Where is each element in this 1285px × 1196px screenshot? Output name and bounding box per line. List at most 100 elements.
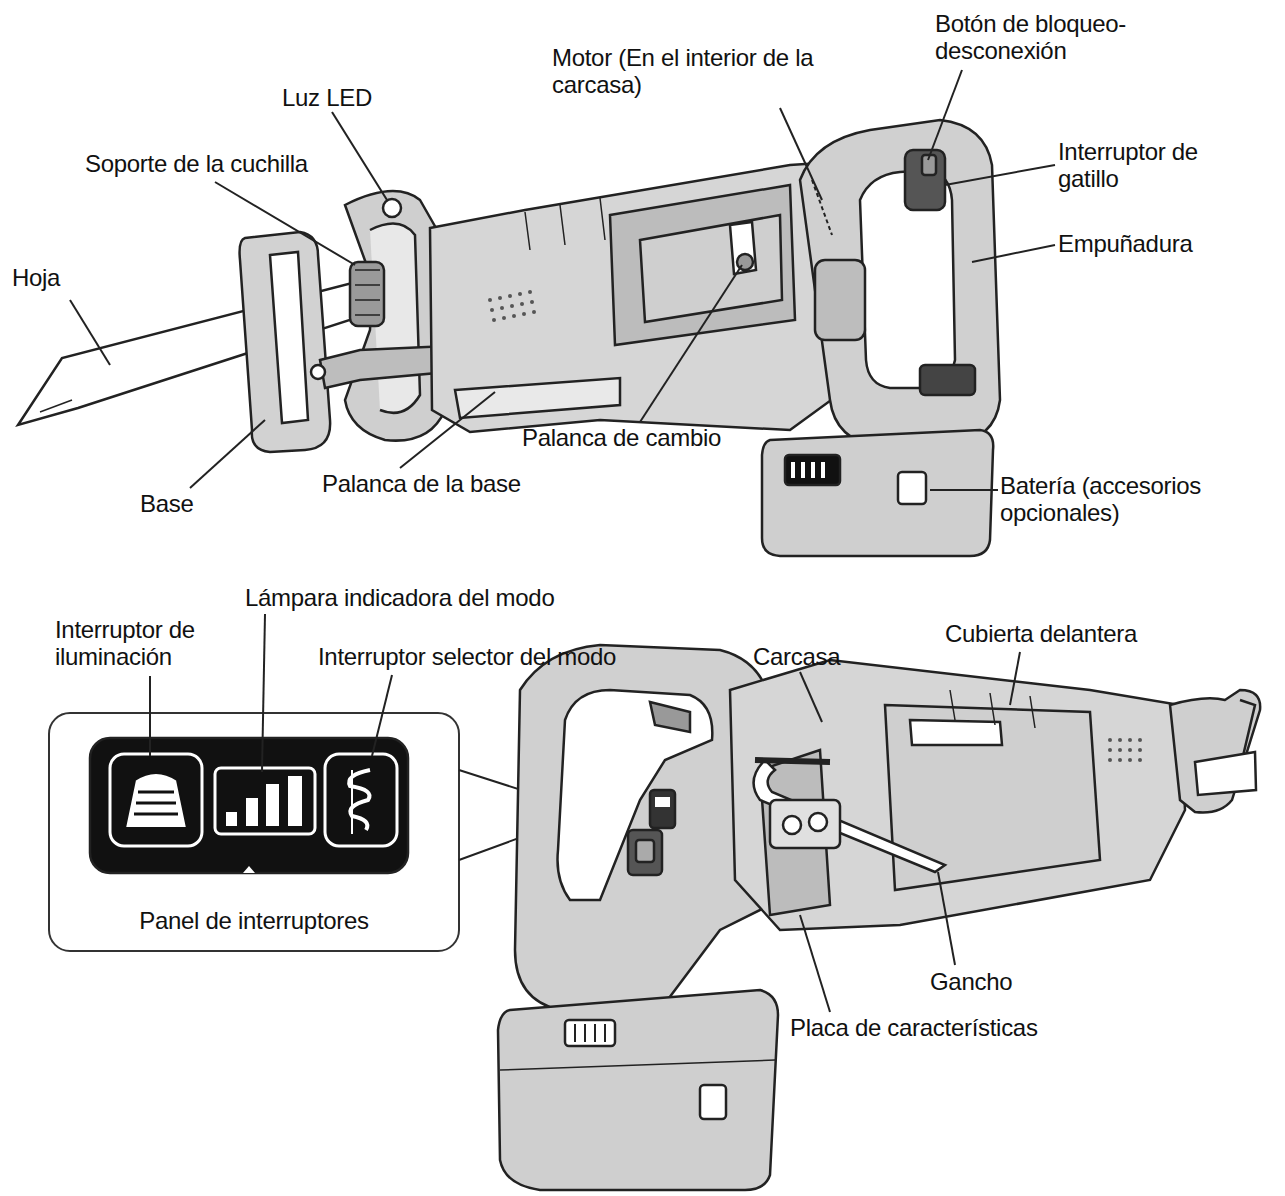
bottom-handle (515, 645, 780, 1010)
top-handle-shape (860, 170, 955, 388)
part-label: Placa de características (790, 1014, 1038, 1041)
bottom-nose-shape (1235, 700, 1255, 790)
bottom-body-shape (1128, 758, 1132, 762)
part-label: Batería (accesorios opcionales) (1000, 472, 1282, 526)
top-battery-shape (898, 472, 926, 504)
inset-box: Panel de interruptores (48, 712, 460, 952)
top-base (240, 232, 470, 452)
top-leader-lines-shape (972, 245, 1055, 262)
part-label: Empuñadura (1058, 230, 1192, 257)
bottom-handle-shape (636, 840, 654, 862)
hook (754, 760, 945, 872)
top-body-shape (610, 185, 795, 345)
top-body-shape (498, 296, 502, 300)
top-base-shape (240, 232, 331, 452)
bottom-handle-shape (558, 690, 713, 900)
top-body-shape (512, 314, 516, 318)
bottom-body-shape (1118, 748, 1122, 752)
top-body-shape (528, 290, 532, 294)
top-leader-lines-shape (812, 180, 832, 235)
top-handle-shape (815, 260, 865, 340)
top-body-shape (737, 254, 753, 270)
bottom-body-shape (1138, 748, 1142, 752)
top-body-shape (532, 310, 536, 314)
part-label: Botón de bloqueo-desconexión (935, 10, 1180, 64)
bottom-body-shape (1138, 738, 1142, 742)
top-handle (800, 120, 1000, 448)
top-battery (762, 430, 993, 556)
top-nose (345, 191, 445, 441)
top-leader-lines-shape (945, 165, 1055, 185)
top-body-shape (488, 290, 536, 322)
hook-shape (770, 800, 840, 848)
part-label: Interruptor de gatillo (1058, 138, 1198, 192)
bottom-body-shape (1108, 748, 1112, 752)
bottom-body-shape (1138, 758, 1142, 762)
top-body-shape (490, 308, 494, 312)
top-nose-shape (350, 262, 384, 326)
bottom-battery-shape (565, 1020, 615, 1046)
top-nose-shape (345, 191, 445, 441)
bottom-nose (1170, 690, 1260, 813)
bottom-body-shape (730, 660, 1185, 930)
bottom-body-shape (650, 790, 675, 828)
part-label: Base (140, 490, 194, 517)
bottom-battery (498, 990, 778, 1190)
top-body-shape (455, 378, 620, 418)
hook-shape (783, 816, 801, 834)
top-leader-lines-shape (70, 300, 110, 365)
top-leader-lines-shape (215, 182, 355, 265)
bottom-body-shape (950, 690, 1035, 728)
top-leader-lines-shape (332, 112, 387, 200)
top-blade-shape (40, 400, 72, 412)
bottom-nose-shape (1195, 752, 1256, 795)
part-label: Hoja (12, 264, 60, 291)
bottom-nose-shape (1170, 690, 1260, 813)
top-body-shape (500, 306, 504, 310)
top-leader-lines (70, 70, 1055, 490)
part-label: Gancho (930, 968, 1012, 995)
top-body-shape (492, 318, 496, 322)
bottom-body-shape (1128, 748, 1132, 752)
top-nose-shape (355, 270, 380, 315)
bottom-body-shape (1108, 738, 1112, 742)
top-body-shape (520, 302, 524, 306)
hook-shape (754, 760, 945, 872)
bottom-battery-shape (498, 990, 778, 1190)
bottom-leader-lines-shape (1010, 652, 1020, 705)
top-body (430, 162, 845, 432)
top-handle-shape (800, 120, 1000, 448)
part-label: Cubierta delantera (945, 620, 1137, 647)
part-label: Carcasa (753, 643, 840, 670)
bottom-body (650, 660, 1185, 930)
top-base-shape (311, 365, 325, 379)
bottom-body-shape (760, 750, 830, 915)
bottom-body-shape (910, 720, 1002, 745)
top-body-shape (518, 292, 522, 296)
top-leader-lines-shape (928, 70, 962, 160)
top-leader-lines-shape (780, 108, 822, 200)
part-label: Soporte de la cuchilla (85, 150, 308, 177)
top-base-shape (320, 345, 470, 388)
part-label: Palanca de la base (322, 470, 521, 497)
part-label: Palanca de cambio (522, 424, 721, 451)
bottom-body-shape (885, 705, 1100, 890)
top-leader-lines-shape (930, 489, 998, 491)
top-base-shape (270, 252, 308, 423)
bottom-body-shape (1108, 758, 1112, 762)
top-battery-shape (762, 430, 993, 556)
top-leader-lines-shape (640, 265, 742, 422)
bottom-battery-shape (500, 1060, 775, 1070)
bottom-handle-shape (515, 645, 780, 1010)
bottom-leader-lines-shape (800, 672, 822, 722)
bottom-body-shape (655, 797, 670, 807)
top-body-shape (522, 312, 526, 316)
hook-shape (809, 813, 827, 831)
part-label: Motor (En el interior de la carcasa) (552, 44, 882, 98)
top-blade-shape (18, 283, 356, 425)
bottom-body-shape (1128, 738, 1132, 742)
bottom-leader-lines-shape (938, 872, 955, 965)
bottom-handle-shape (650, 702, 690, 732)
part-label: Lámpara indicadora del modo (245, 584, 554, 611)
